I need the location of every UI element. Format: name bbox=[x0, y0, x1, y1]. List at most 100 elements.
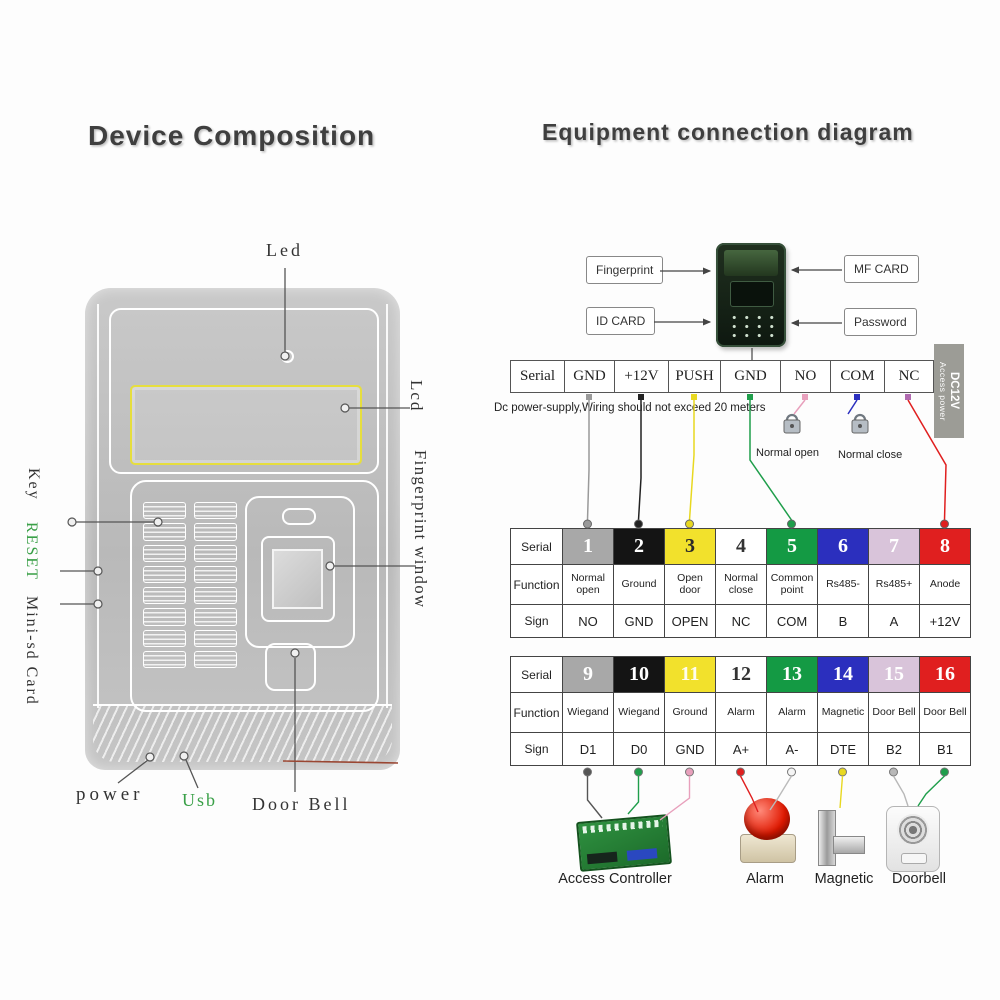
table1-func-cell-4: Normal close bbox=[716, 565, 767, 605]
label-lcd: Lcd bbox=[407, 380, 426, 413]
access-device-fingerprint-area bbox=[730, 281, 774, 307]
table2-serial-cell-1: 9 bbox=[563, 657, 614, 693]
device-key bbox=[143, 650, 186, 668]
doorbell-speaker-icon bbox=[897, 814, 929, 846]
magnetic-bracket-horizontal bbox=[833, 836, 865, 854]
device-keypad bbox=[143, 502, 237, 668]
terminal-strip: Serial GND +12V PUSH GND NO COM NC bbox=[510, 360, 934, 393]
terminal-cell-serial: Serial bbox=[511, 361, 565, 392]
table1-sign-cell-7: A bbox=[869, 605, 920, 638]
device-lcd bbox=[130, 385, 362, 465]
device-key bbox=[194, 502, 237, 520]
label-led: Led bbox=[266, 240, 303, 260]
table2-rowheader-sign: Sign bbox=[511, 733, 563, 766]
device-key bbox=[143, 565, 186, 583]
label-key: Key bbox=[25, 468, 42, 501]
access-power-voltage: DC12V bbox=[947, 372, 960, 410]
table2-serial-cell-6: 14 bbox=[818, 657, 869, 693]
access-device-screen bbox=[724, 250, 778, 276]
device-key bbox=[143, 523, 186, 541]
label-access-controller: Access Controller bbox=[558, 871, 672, 887]
device-key bbox=[143, 629, 186, 647]
table2-rowheader-function: Function bbox=[511, 693, 563, 733]
table1-func-cell-1: Normal open bbox=[563, 565, 614, 605]
device-fingerprint-housing bbox=[245, 496, 355, 648]
table2-serial-cell-4: 12 bbox=[716, 657, 767, 693]
label-power: power bbox=[76, 784, 144, 805]
table1-serial-cell-8: 8 bbox=[920, 529, 971, 565]
table1-func-cell-8: Anode bbox=[920, 565, 971, 605]
device-key bbox=[194, 544, 237, 562]
table2-func-cell-6: Magnetic bbox=[818, 693, 869, 733]
table2-sign-cell-4: A+ bbox=[716, 733, 767, 766]
device-top-panel-outline bbox=[109, 308, 379, 474]
table1-serial-cell-6: 6 bbox=[818, 529, 869, 565]
table2-rowheader-serial: Serial bbox=[511, 657, 563, 693]
terminal-cell-gnd2: GND bbox=[721, 361, 781, 392]
device-key bbox=[143, 544, 186, 562]
callout-box-fingerprint: Fingerprint bbox=[586, 256, 664, 284]
table2-sign-cell-5: A- bbox=[767, 733, 818, 766]
table1-func-cell-7: Rs485+ bbox=[869, 565, 920, 605]
callout-box-id-card: ID CARD bbox=[586, 307, 656, 335]
normal-open-lock-icon bbox=[783, 413, 801, 434]
table1-func-cell-2: Ground bbox=[614, 565, 665, 605]
label-usb: Usb bbox=[182, 790, 218, 810]
table1-serial-cell-3: 3 bbox=[665, 529, 716, 565]
label-door-bell: Door Bell bbox=[252, 794, 351, 814]
label-normal-open: Normal open bbox=[756, 447, 819, 459]
label-mini-sd-card: Mini-sd Card bbox=[23, 596, 40, 706]
table2-serial-cell-3: 11 bbox=[665, 657, 716, 693]
device-key bbox=[194, 650, 237, 668]
table1-sign-cell-4: NC bbox=[716, 605, 767, 638]
device-fingerprint-window bbox=[261, 536, 335, 622]
table2-func-cell-1: Wiegand bbox=[563, 693, 614, 733]
table2-sign-cell-2: D0 bbox=[614, 733, 665, 766]
table1-rowheader-serial: Serial bbox=[511, 529, 563, 565]
label-fingerprint-window: Fingerprint window bbox=[411, 450, 430, 609]
alarm-base-image bbox=[740, 834, 796, 863]
table1-func-cell-6: Rs485- bbox=[818, 565, 869, 605]
table2-sign-cell-1: D1 bbox=[563, 733, 614, 766]
table2-serial-cell-7: 15 bbox=[869, 657, 920, 693]
right-section-title: Equipment connection diagram bbox=[542, 119, 914, 145]
table2-serial-cell-5: 13 bbox=[767, 657, 818, 693]
device-doorbell-button bbox=[265, 643, 316, 691]
device-key bbox=[194, 629, 237, 647]
table2-serial-cell-2: 10 bbox=[614, 657, 665, 693]
table2-sign-cell-7: B2 bbox=[869, 733, 920, 766]
table1-serial-cell-4: 4 bbox=[716, 529, 767, 565]
device-key bbox=[194, 565, 237, 583]
callout-box-password: Password bbox=[844, 308, 917, 336]
table1-rowheader-function: Function bbox=[511, 565, 563, 605]
table1-serial-cell-2: 2 bbox=[614, 529, 665, 565]
terminal-cell-no: NO bbox=[781, 361, 831, 392]
device-key bbox=[143, 502, 186, 520]
device-speaker-slot bbox=[282, 508, 316, 525]
access-power-label: Access power bbox=[937, 361, 948, 421]
table1-serial-cell-7: 7 bbox=[869, 529, 920, 565]
device-bottom-grille bbox=[93, 704, 392, 762]
terminal-cell-com: COM bbox=[831, 361, 885, 392]
table2-func-cell-2: Wiegand bbox=[614, 693, 665, 733]
table1-sign-cell-5: COM bbox=[767, 605, 818, 638]
table1-func-cell-3: Open door bbox=[665, 565, 716, 605]
device-fingerprint-sensor bbox=[272, 549, 323, 609]
device-key bbox=[194, 608, 237, 626]
terminal-cell-gnd: GND bbox=[565, 361, 615, 392]
table1-sign-cell-2: GND bbox=[614, 605, 665, 638]
label-reset: RESET bbox=[23, 522, 40, 581]
device-key bbox=[194, 523, 237, 541]
device-frame-outline bbox=[97, 304, 388, 708]
device-key bbox=[143, 587, 186, 605]
device-illustration bbox=[85, 288, 400, 770]
access-power-box: Access power DC12V bbox=[934, 344, 964, 438]
table2-func-cell-8: Door Bell bbox=[920, 693, 971, 733]
table1-sign-cell-6: B bbox=[818, 605, 869, 638]
table2-sign-cell-3: GND bbox=[665, 733, 716, 766]
label-alarm: Alarm bbox=[746, 871, 784, 887]
table1-sign-cell-8: +12V bbox=[920, 605, 971, 638]
